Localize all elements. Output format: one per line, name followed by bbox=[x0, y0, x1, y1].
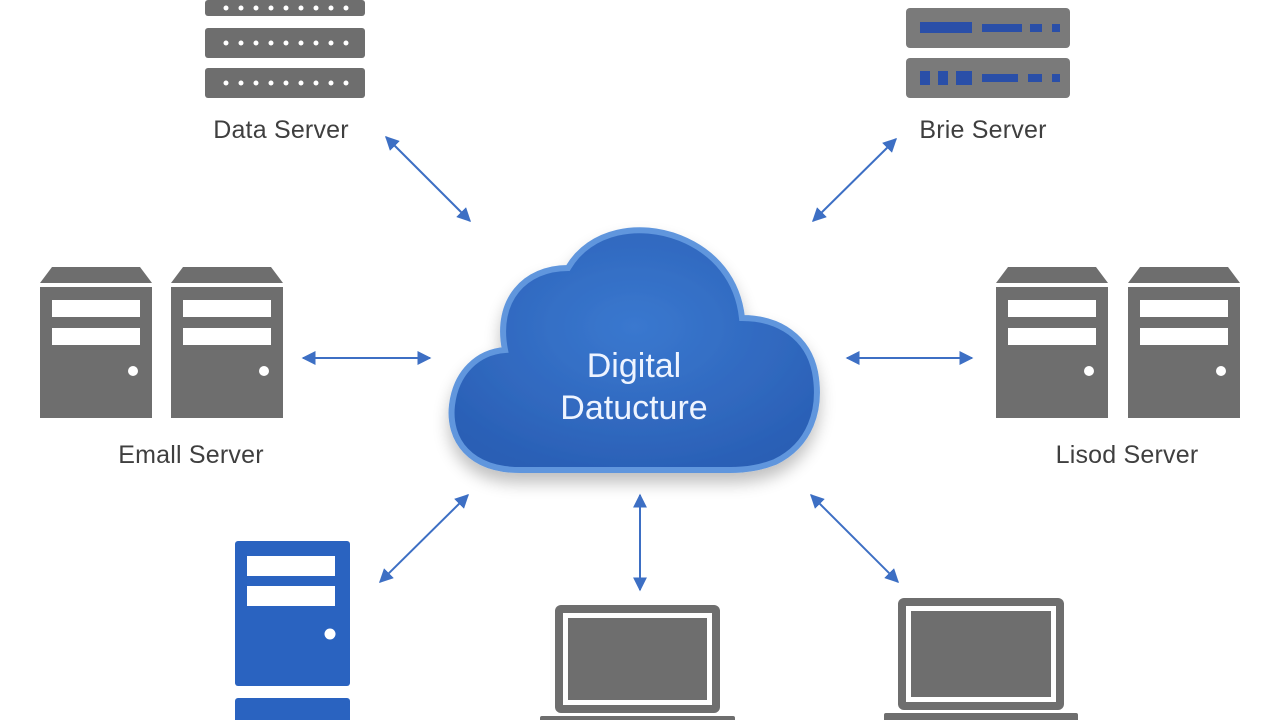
arrow-data-server bbox=[385, 136, 471, 222]
data-server-icon bbox=[205, 0, 365, 98]
file-server-icon bbox=[906, 8, 1070, 98]
file-server-label: Brie Server bbox=[919, 116, 1047, 144]
arrow-blue-tower bbox=[379, 494, 469, 583]
cloud-icon bbox=[448, 227, 820, 473]
arrow-file-server bbox=[812, 138, 897, 222]
load-server-label: Lisod Server bbox=[1055, 441, 1199, 469]
cloud-title-line1: Digital bbox=[586, 347, 682, 385]
laptop-icon-right bbox=[884, 598, 1078, 720]
email-server-icon bbox=[40, 267, 283, 418]
blue-server-tower-icon bbox=[235, 541, 350, 720]
load-server-icon bbox=[996, 267, 1240, 418]
arrow-laptop-right bbox=[810, 494, 899, 583]
data-server-label: Data Server bbox=[213, 116, 349, 144]
connector-arrows bbox=[301, 136, 974, 592]
laptop-icon bbox=[540, 605, 735, 720]
cloud-title-line2: Datucture bbox=[560, 389, 708, 427]
email-server-label: Emall Server bbox=[118, 441, 264, 469]
